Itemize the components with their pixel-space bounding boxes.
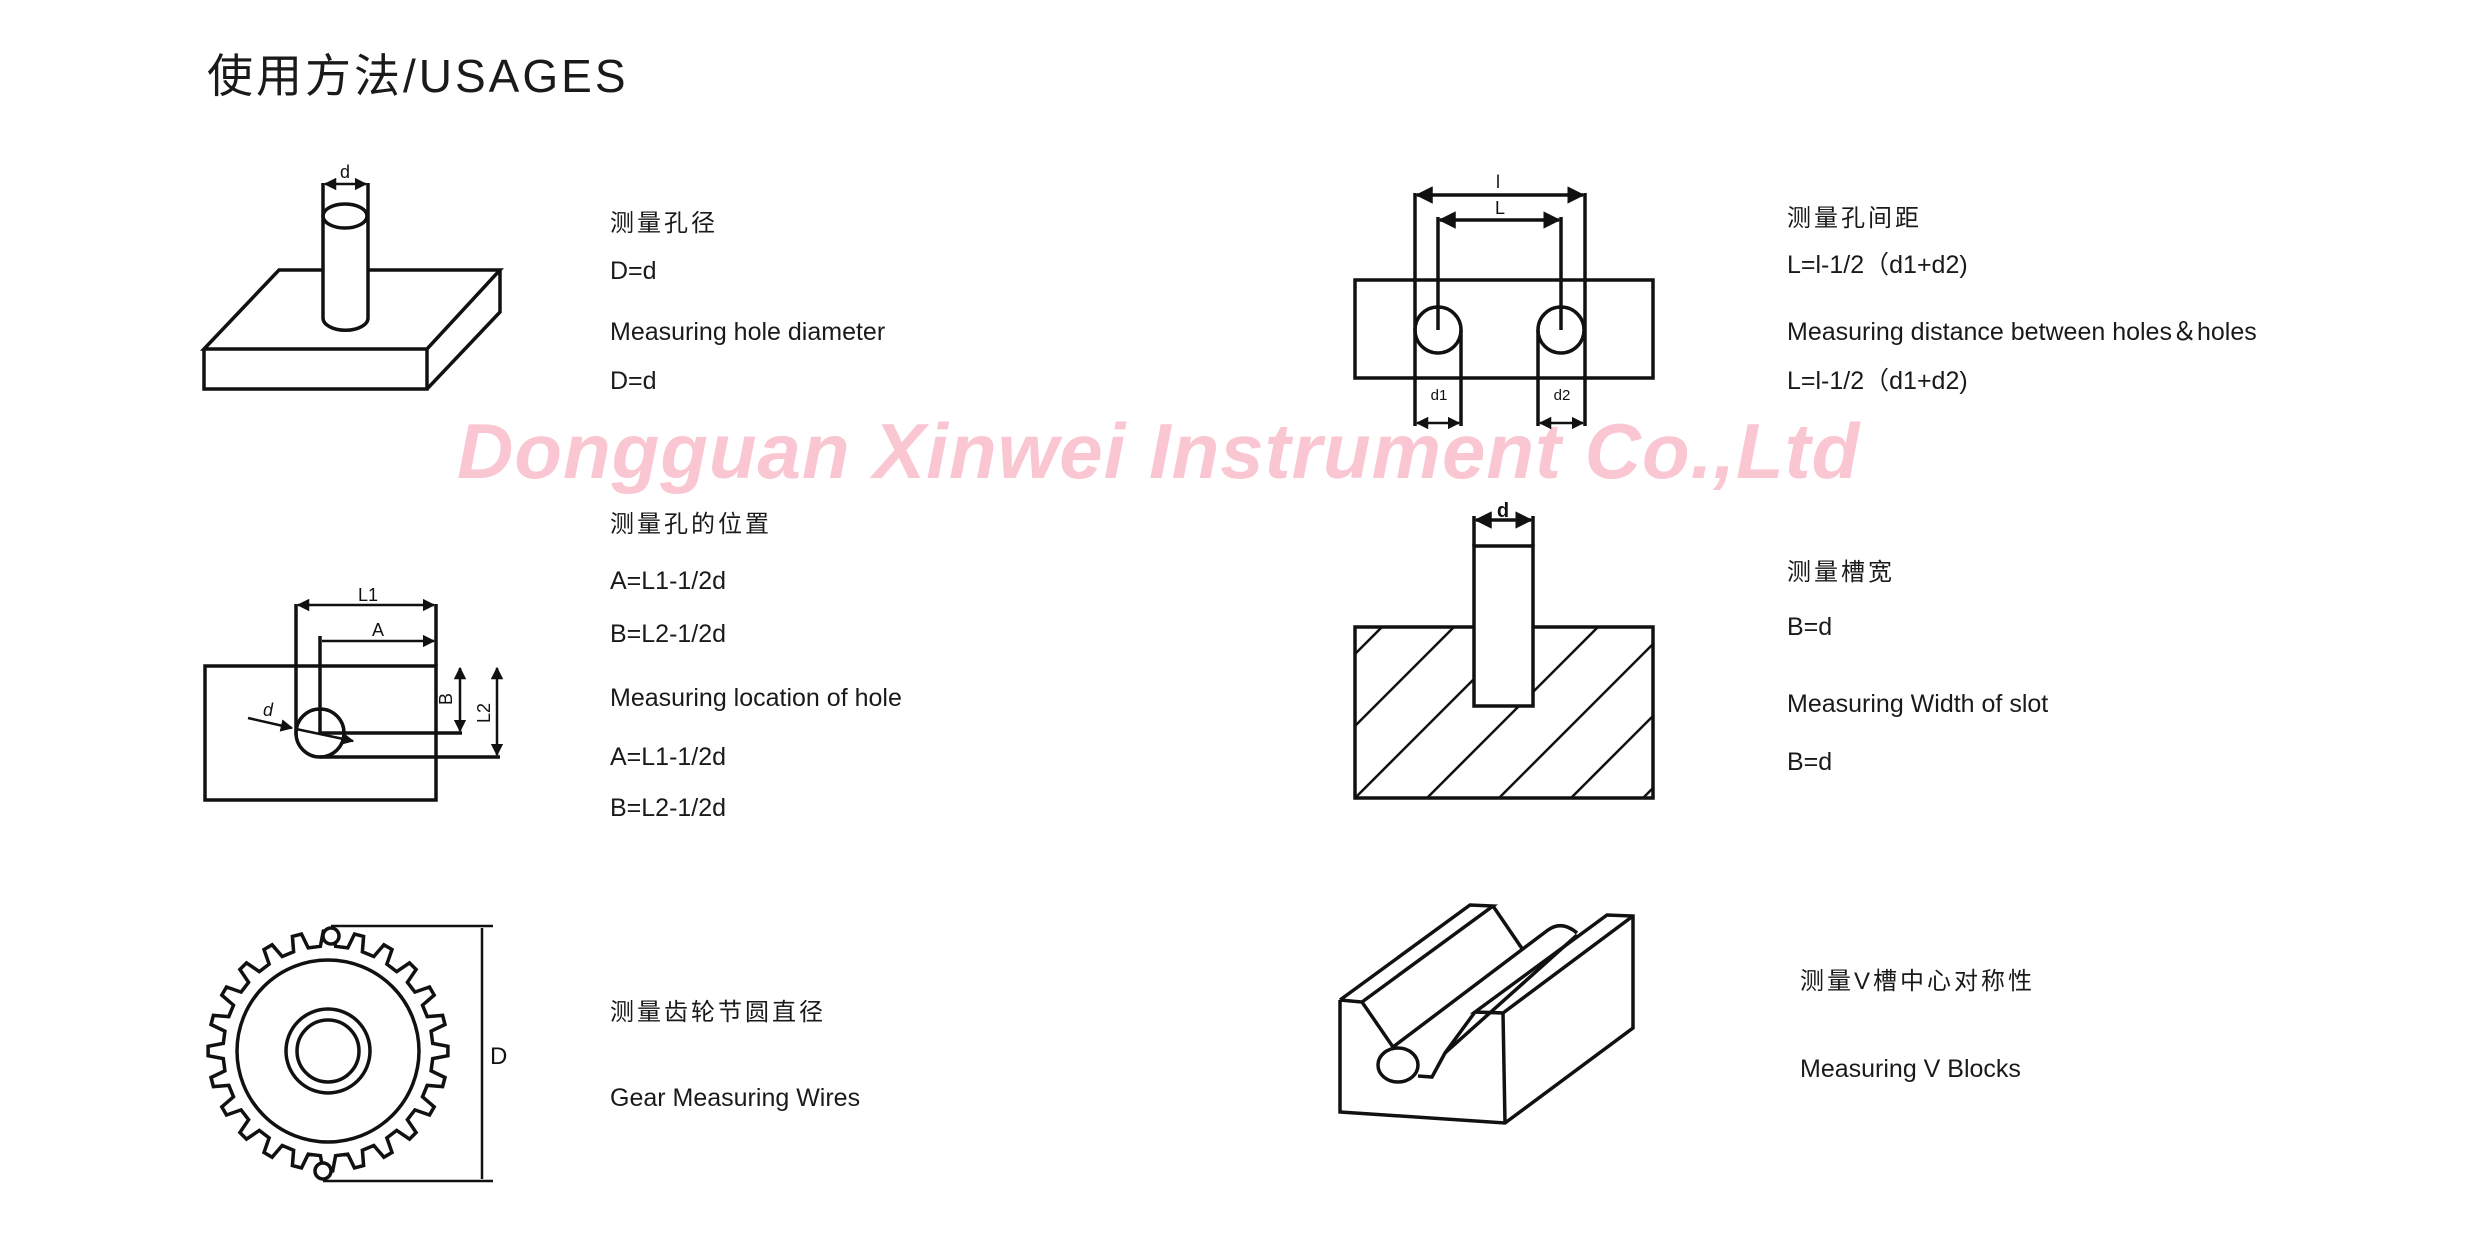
v-block-cn: 测量V槽中心对称性 <box>1800 968 2036 995</box>
v-block-diagram <box>1338 903 1635 1125</box>
measuring-wire-top <box>321 926 341 946</box>
hole-diameter-formula-en: D=d <box>610 367 657 395</box>
hatch-line <box>1498 627 1653 798</box>
label-A: A <box>372 620 384 640</box>
label-L1: L1 <box>358 585 378 605</box>
label-D: D <box>490 1043 507 1070</box>
hole-location-formula-b-en: B=L2-1/2d <box>610 794 727 822</box>
hole-location-cn: 测量孔的位置 <box>610 511 772 538</box>
hole-distance-cn: 测量孔间距 <box>1787 205 1922 232</box>
hole-location-formula-a-en: A=L1-1/2d <box>610 743 727 771</box>
hole-location-en: Measuring location of hole <box>610 684 902 712</box>
slot-width-en: Measuring Width of slot <box>1787 690 2049 718</box>
gear-en: Gear Measuring Wires <box>610 1084 861 1112</box>
hole-distance-formula-en: L=l-1/2（d1+d2) <box>1787 367 1968 395</box>
page-title: 使用方法/USAGES <box>207 50 629 102</box>
hole-diameter-cn: 测量孔径 <box>610 210 718 237</box>
label-L2: L2 <box>474 703 494 723</box>
slot-width-diagram: d <box>1353 500 2030 800</box>
hole-location-formula-a-cn: A=L1-1/2d <box>610 567 727 595</box>
label-d1: d1 <box>1431 387 1448 404</box>
hatch-line <box>1715 627 1886 798</box>
gear-outline <box>206 929 450 1173</box>
label-L: L <box>1495 198 1505 218</box>
hole-distance-en: Measuring distance between holes＆holes <box>1787 318 2257 346</box>
watermark: Dongguan Xinwei Instrument Co.,Ltd <box>457 407 1861 495</box>
gear-diagram: D <box>206 924 507 1183</box>
label-d: d <box>340 162 350 182</box>
hole-location-diagram: L1 A B L2 d <box>203 585 504 802</box>
label-l: l <box>1496 172 1500 192</box>
slot-width-cn: 测量槽宽 <box>1787 559 1895 586</box>
hole-diameter-formula-cn: D=d <box>610 257 657 285</box>
label-B: B <box>436 693 456 705</box>
hatch-line <box>1570 627 1653 798</box>
hatch-line <box>1859 627 2030 798</box>
hole-location-formula-b-cn: B=L2-1/2d <box>610 620 727 648</box>
label-d: d <box>1497 500 1509 522</box>
label-d2: d2 <box>1554 387 1571 404</box>
hatch-line <box>1787 627 1958 798</box>
hole-diameter-diagram: d <box>199 162 504 391</box>
v-block-en: Measuring V Blocks <box>1800 1055 2021 1083</box>
label-d: d <box>263 700 274 720</box>
hatch-line <box>1642 627 1653 798</box>
slot-width-formula-en: B=d <box>1787 748 1833 776</box>
gear-cn: 测量齿轮节圆直径 <box>610 999 826 1026</box>
hatching <box>1355 627 2030 798</box>
hole-diameter-en: Measuring hole diameter <box>610 318 886 346</box>
hatch-line <box>1355 627 1455 798</box>
hole-distance-formula-cn: L=l-1/2（d1+d2) <box>1787 251 1968 279</box>
hole-distance-diagram: l L d1 d2 <box>1353 172 1655 430</box>
hatch-line <box>1426 627 1599 798</box>
measuring-wire-bottom <box>313 1161 333 1181</box>
slot-width-formula-cn: B=d <box>1787 613 1833 641</box>
